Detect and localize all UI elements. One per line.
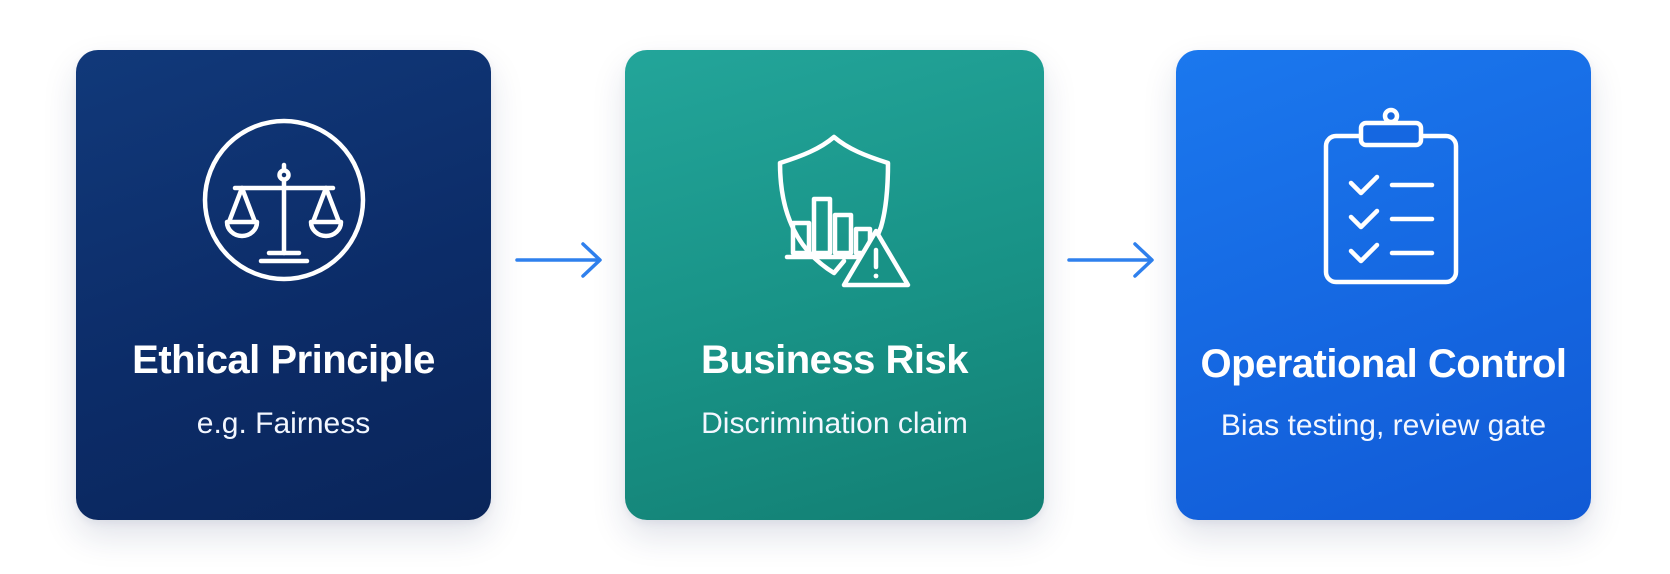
step-card-ethical-principle: Ethical Principle e.g. Fairness <box>76 50 491 520</box>
step-title: Ethical Principle <box>132 338 435 382</box>
step-card-operational-control: Operational Control Bias testing, review… <box>1176 50 1591 520</box>
arrow-right-icon <box>513 236 609 284</box>
step-card-business-risk: Business Risk Discrimination claim <box>625 50 1044 520</box>
step-subtitle: Bias testing, review gate <box>1220 409 1547 442</box>
step-subtitle: e.g. Fairness <box>196 407 371 440</box>
step-title: Business Risk <box>701 338 968 382</box>
scales-of-justice-icon <box>189 105 379 295</box>
step-subtitle: Discrimination claim <box>701 407 968 440</box>
arrow-right-icon <box>1065 236 1161 284</box>
shield-chart-warning-icon <box>740 105 930 295</box>
step-title: Operational Control <box>1200 342 1567 386</box>
clipboard-checklist-icon <box>1289 105 1479 295</box>
